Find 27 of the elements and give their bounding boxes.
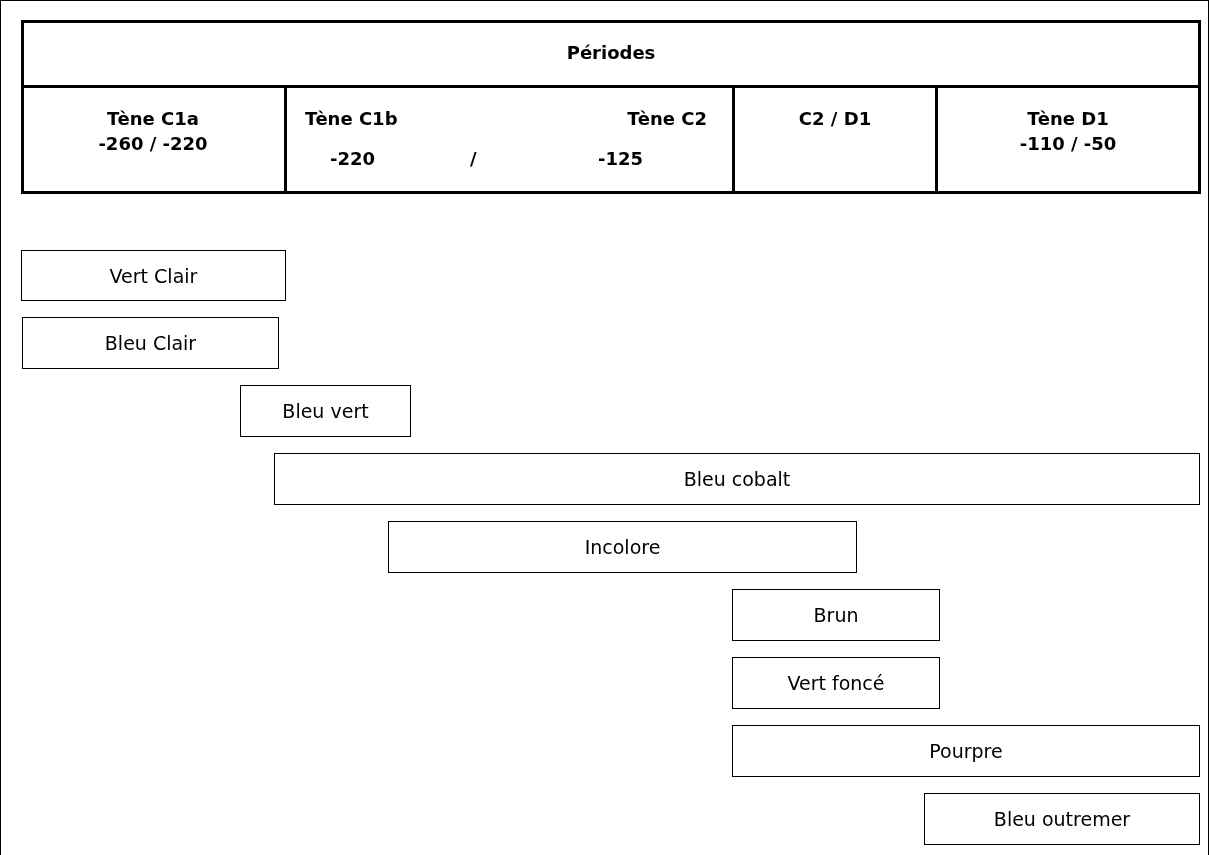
bar-label: Bleu outremer [993, 808, 1131, 830]
bar-label: Pourpre [929, 740, 1003, 762]
period-label: Tène D1 -110 / -50 [1018, 107, 1118, 157]
period-label: Tène C1b [305, 107, 398, 131]
bar-label: Bleu Clair [104, 332, 197, 354]
period-label: Tène C2 [627, 107, 707, 131]
period-label: -220 [330, 147, 376, 171]
period-bar [732, 657, 940, 709]
bar-label: Bleu cobalt [683, 468, 791, 490]
bar-label: Vert foncé [787, 672, 885, 694]
period-label: Tène C1a -260 / -220 [97, 107, 209, 157]
period-bar [388, 521, 857, 573]
period-bar [240, 385, 411, 437]
period-label: / [470, 147, 477, 171]
period-bar [732, 589, 940, 641]
period-bar [732, 725, 1200, 777]
period-bar [274, 453, 1200, 505]
bar-label: Bleu vert [282, 400, 369, 422]
bar-label: Vert Clair [109, 264, 198, 287]
period-bar [924, 793, 1200, 845]
period-bar [21, 250, 286, 301]
table-heading: Périodes [565, 41, 657, 65]
period-label: -125 [598, 147, 644, 171]
bar-label: Incolore [584, 536, 661, 558]
period-label: C2 / D1 [797, 107, 873, 131]
period-bar [22, 317, 279, 369]
bar-label: Brun [813, 604, 859, 626]
